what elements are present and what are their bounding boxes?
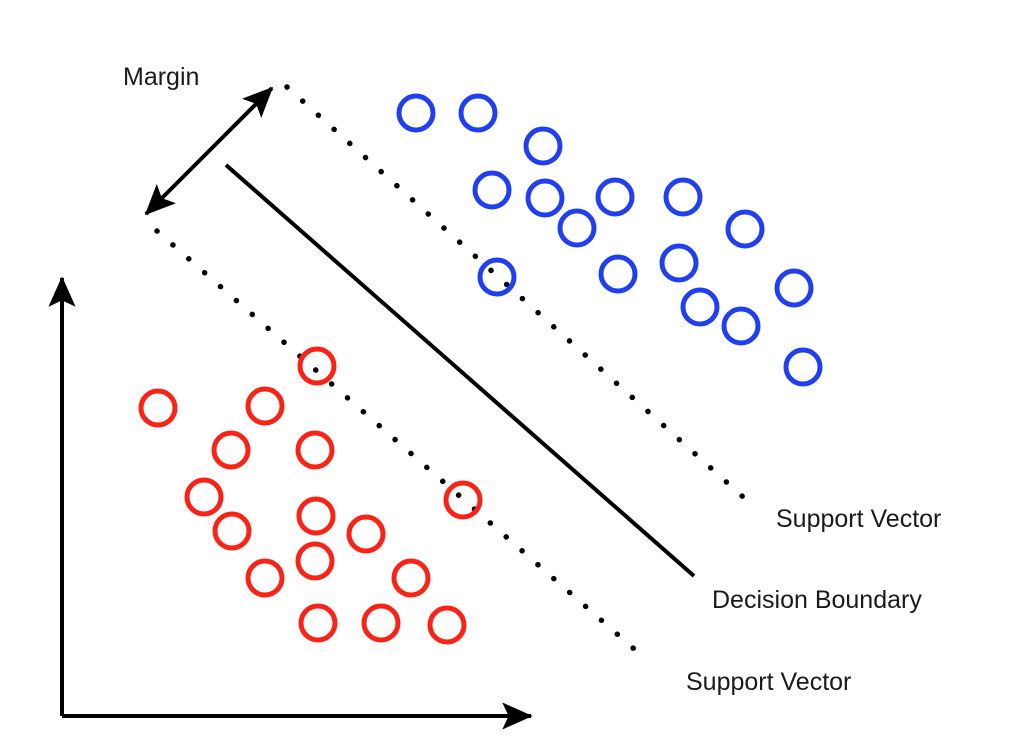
data-point-class-red — [361, 603, 401, 643]
data-point-class-blue — [598, 254, 638, 294]
data-point-class-blue — [659, 243, 699, 283]
data-point-class-blue — [525, 178, 565, 218]
data-point-class-blue — [725, 209, 765, 249]
margin-double-arrow — [144, 86, 274, 216]
data-points — [138, 93, 823, 645]
data-point-class-blue — [783, 347, 823, 387]
axes — [48, 276, 533, 730]
data-point-class-red — [184, 477, 224, 517]
data-point-class-blue — [557, 208, 597, 248]
data-point-class-red — [427, 605, 467, 645]
support-vector-top-label: Support Vector — [776, 505, 941, 533]
data-point-class-blue — [774, 268, 814, 308]
data-point-class-red — [298, 603, 338, 643]
decision-boundary-line — [224, 163, 696, 578]
data-point-class-red — [212, 511, 252, 551]
data-point-class-blue — [472, 170, 512, 210]
decision-boundary-label: Decision Boundary — [712, 586, 922, 614]
data-point-class-red — [245, 558, 285, 598]
margin-support-vector-lines — [154, 84, 755, 665]
data-point-class-red — [211, 430, 251, 470]
lower-support-vector-line — [154, 228, 652, 665]
support-vector-marker — [477, 257, 517, 297]
data-point-class-red — [346, 514, 386, 554]
data-point-class-blue — [396, 93, 436, 133]
margin-label: Margin — [123, 63, 199, 91]
data-point-class-blue — [663, 177, 703, 217]
data-point-class-red — [296, 496, 336, 536]
data-point-class-blue — [721, 306, 761, 346]
data-point-class-blue — [523, 126, 563, 166]
data-point-class-blue — [595, 177, 635, 217]
data-point-class-blue — [458, 93, 498, 133]
support-vector-bottom-label: Support Vector — [686, 668, 851, 696]
support-vector-marker — [443, 480, 483, 520]
data-point-class-red — [295, 541, 335, 581]
data-point-class-red — [138, 388, 178, 428]
data-point-class-blue — [680, 287, 720, 327]
margin-arrow — [144, 86, 274, 216]
upper-support-vector-line — [284, 84, 755, 508]
data-point-class-red — [391, 558, 431, 598]
data-point-class-red — [245, 386, 285, 426]
decision-boundary — [224, 163, 696, 578]
data-point-class-red — [295, 430, 335, 470]
support-vector-marker — [297, 346, 337, 386]
